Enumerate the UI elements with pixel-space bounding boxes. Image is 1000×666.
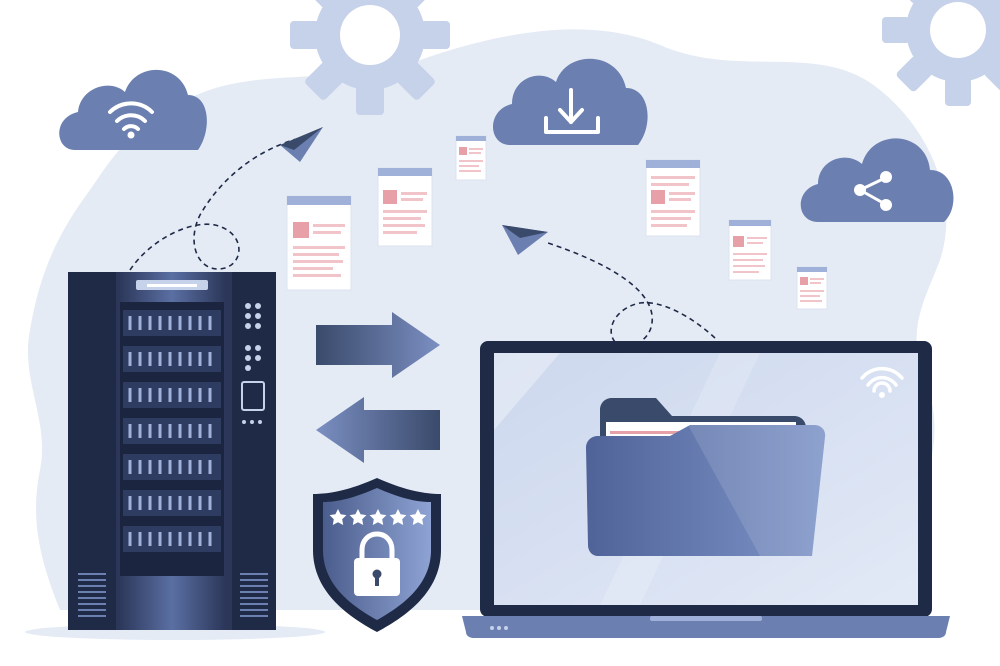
document — [286, 195, 352, 291]
document — [455, 135, 487, 181]
folder-icon — [586, 398, 826, 556]
download-cloud — [493, 58, 648, 145]
document — [377, 167, 433, 247]
document — [645, 159, 701, 237]
paper-plane-icon — [280, 127, 323, 162]
server-drive-bays — [123, 310, 221, 552]
transfer-arrow-left — [316, 397, 440, 463]
gear-icon — [290, 0, 450, 115]
wifi-icon — [108, 101, 154, 131]
server-status-lights — [242, 303, 262, 424]
flight-path — [544, 241, 716, 347]
paper-plane-icon — [502, 225, 548, 255]
security-shield — [313, 478, 441, 632]
transfer-arrow-right — [316, 312, 440, 378]
lock-icon — [354, 531, 400, 596]
gear-icon — [882, 0, 1000, 106]
laptop — [462, 341, 950, 638]
server-display — [241, 381, 265, 411]
download-icon — [544, 88, 600, 134]
star-icon — [389, 509, 407, 525]
server-rack — [25, 272, 325, 640]
document — [796, 266, 828, 310]
star-icon — [409, 509, 427, 525]
star-icon — [369, 509, 387, 525]
flight-path — [129, 137, 301, 271]
rating-stars — [329, 509, 427, 525]
wifi-icon — [860, 366, 904, 393]
share-cloud — [800, 138, 954, 222]
document — [728, 219, 772, 281]
star-icon — [349, 509, 367, 525]
wifi-cloud — [59, 69, 207, 150]
laptop-base — [462, 616, 950, 638]
star-icon — [329, 509, 347, 525]
server-vents — [78, 573, 268, 617]
share-icon — [854, 171, 892, 211]
